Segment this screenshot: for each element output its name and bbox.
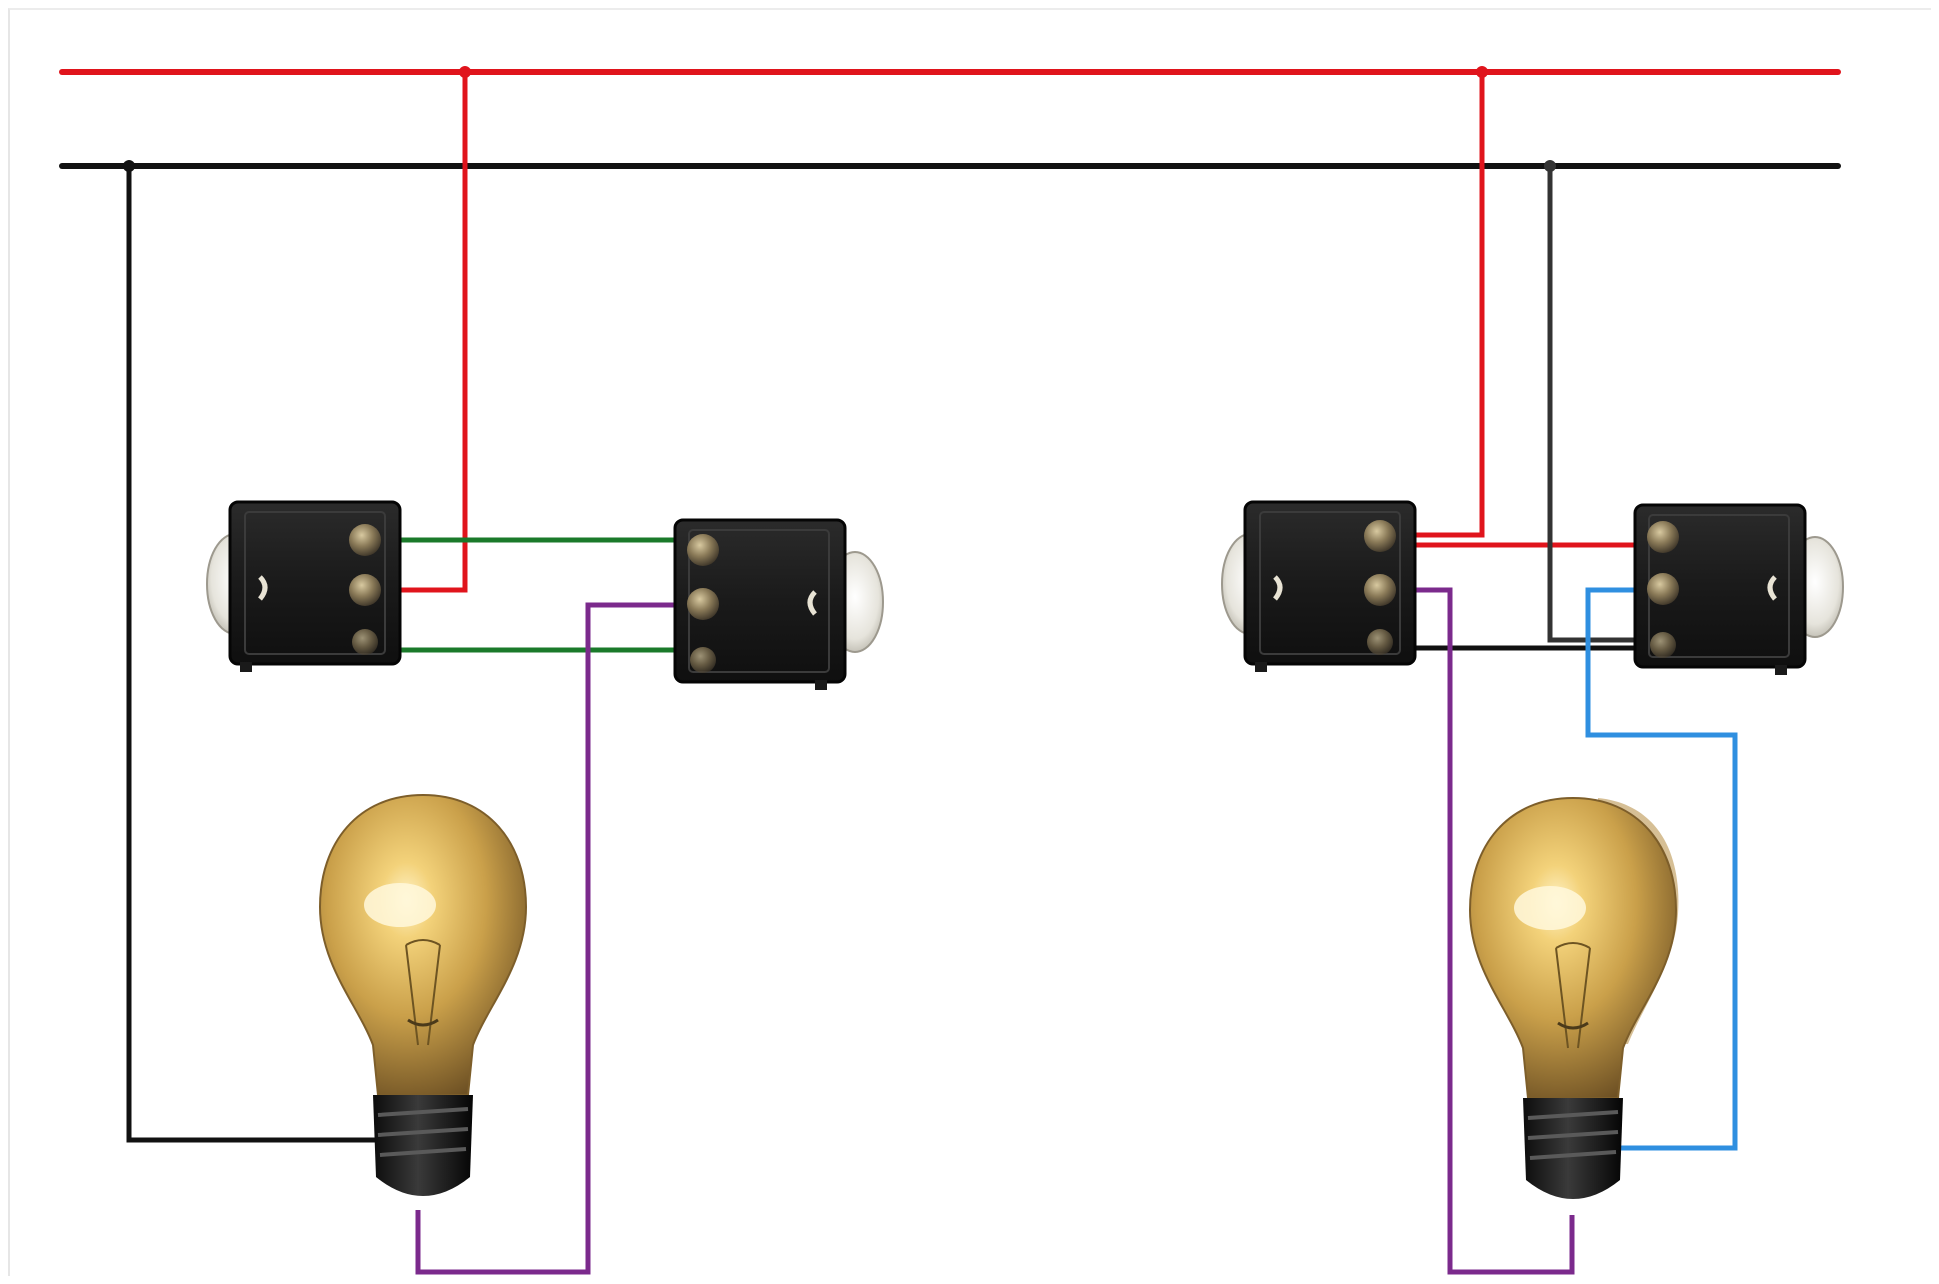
terminal-screw [687, 588, 719, 620]
right-switch-b [1633, 503, 1844, 675]
left-switched-wire [415, 602, 680, 1275]
terminal-screw [1647, 573, 1679, 605]
right-neutral-wire [1547, 166, 1640, 643]
terminal-screw [1364, 574, 1396, 606]
terminal-screw [687, 534, 719, 566]
terminal-screw [1647, 521, 1679, 553]
right-live-wire [1410, 72, 1485, 538]
left-neutral-wire [126, 166, 380, 1143]
left-switch-a [206, 500, 402, 672]
terminal-screw [1364, 520, 1396, 552]
terminal-screw [690, 647, 716, 673]
terminal-screw [1367, 629, 1393, 655]
terminal-screw [352, 629, 378, 655]
left-switch-b [673, 518, 884, 690]
right-lamp-base [1523, 1098, 1623, 1199]
terminal-screw [1650, 632, 1676, 658]
right-switched-wire [1410, 587, 1575, 1275]
left-lamp-bulb-glass [318, 793, 528, 1096]
left-live-wire [395, 72, 468, 593]
terminal-screw [349, 574, 381, 606]
right-switched-alt-wire [1585, 587, 1738, 1151]
left-lamp [318, 793, 528, 1196]
right-lamp [1468, 796, 1679, 1199]
right-switch-a [1221, 500, 1417, 672]
right-lamp-bulb-glass [1468, 796, 1678, 1099]
terminal-screw [349, 524, 381, 556]
left-lamp-base [373, 1095, 473, 1196]
